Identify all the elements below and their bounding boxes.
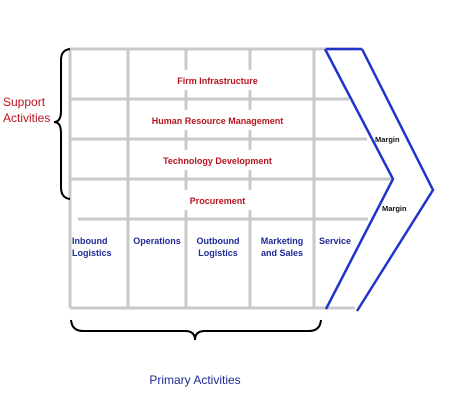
support-activity-human-resource-management: Human Resource Management <box>151 116 284 126</box>
margin-outer-boundary <box>355 48 435 312</box>
bg-procurement <box>130 190 310 210</box>
margin-label-upper: Margin <box>375 135 400 144</box>
bg-firm-infrastructure <box>130 70 310 90</box>
bg-technology <box>130 150 310 170</box>
label-backgrounds <box>130 70 310 210</box>
support-activity-procurement: Procurement <box>189 196 246 206</box>
grid-lines <box>68 47 393 310</box>
margin-chevron <box>323 47 435 312</box>
bg-hr-management <box>130 110 310 130</box>
primary-activities-brace <box>70 319 322 341</box>
primary-activity-marketing-and-sales: Marketing and Sales <box>260 236 304 258</box>
primary-activity-inbound-logistics: Inbound Logistics <box>72 236 112 258</box>
margin-inner-boundary <box>323 48 395 310</box>
primary-activities-group-label: Primary Activities <box>149 373 241 387</box>
support-activities-group-label: Support Activities <box>3 95 51 125</box>
primary-activity-service: Service <box>318 236 352 246</box>
primary-activity-operations: Operations <box>133 236 181 246</box>
margin-label-lower: Margin <box>382 204 407 213</box>
support-activity-firm-infrastructure: Firm Infrastructure <box>177 76 258 86</box>
support-activity-technology-development: Technology Development <box>163 156 272 166</box>
support-activities-brace <box>53 48 71 200</box>
primary-activity-outbound-logistics: Outbound Logistics <box>196 236 240 258</box>
